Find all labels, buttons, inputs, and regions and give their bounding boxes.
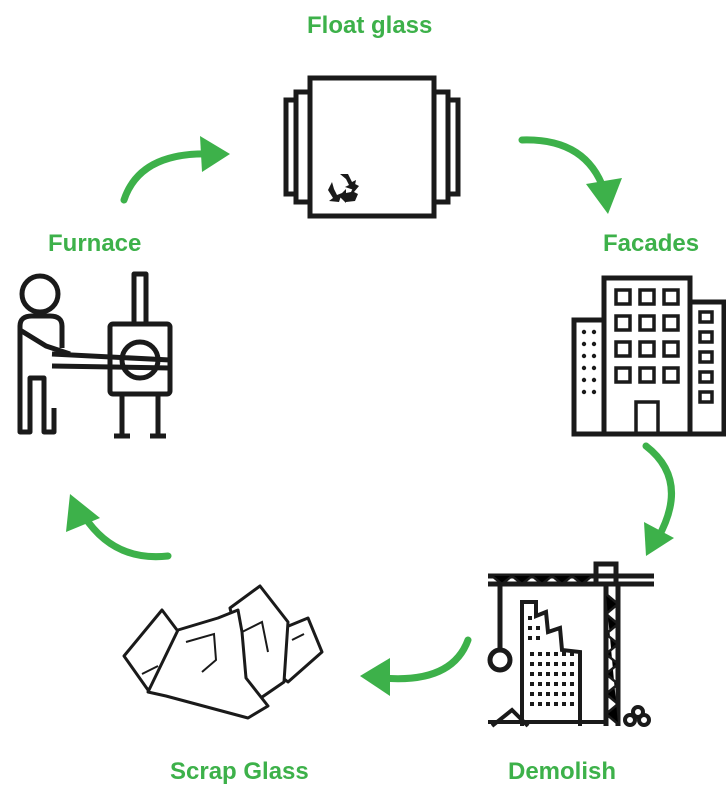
building-icon <box>570 272 726 438</box>
label-facades: Facades <box>603 232 699 256</box>
recycle-icon <box>328 174 359 203</box>
demolition-crane-icon <box>488 560 654 728</box>
cycle-arrow-icon <box>110 128 240 208</box>
cycle-arrow-icon <box>630 440 710 560</box>
cycle-arrow-icon <box>52 488 182 568</box>
label-scrap-glass: Scrap Glass <box>170 760 309 784</box>
worker-furnace-icon <box>10 268 180 440</box>
label-float-glass: Float glass <box>307 14 432 38</box>
glass-shards-icon <box>118 582 332 722</box>
label-furnace: Furnace <box>48 232 141 256</box>
glass-pane-icon <box>280 72 466 222</box>
cycle-arrow-icon <box>352 628 482 708</box>
label-demolish: Demolish <box>508 760 616 784</box>
cycle-arrow-icon <box>516 128 626 218</box>
